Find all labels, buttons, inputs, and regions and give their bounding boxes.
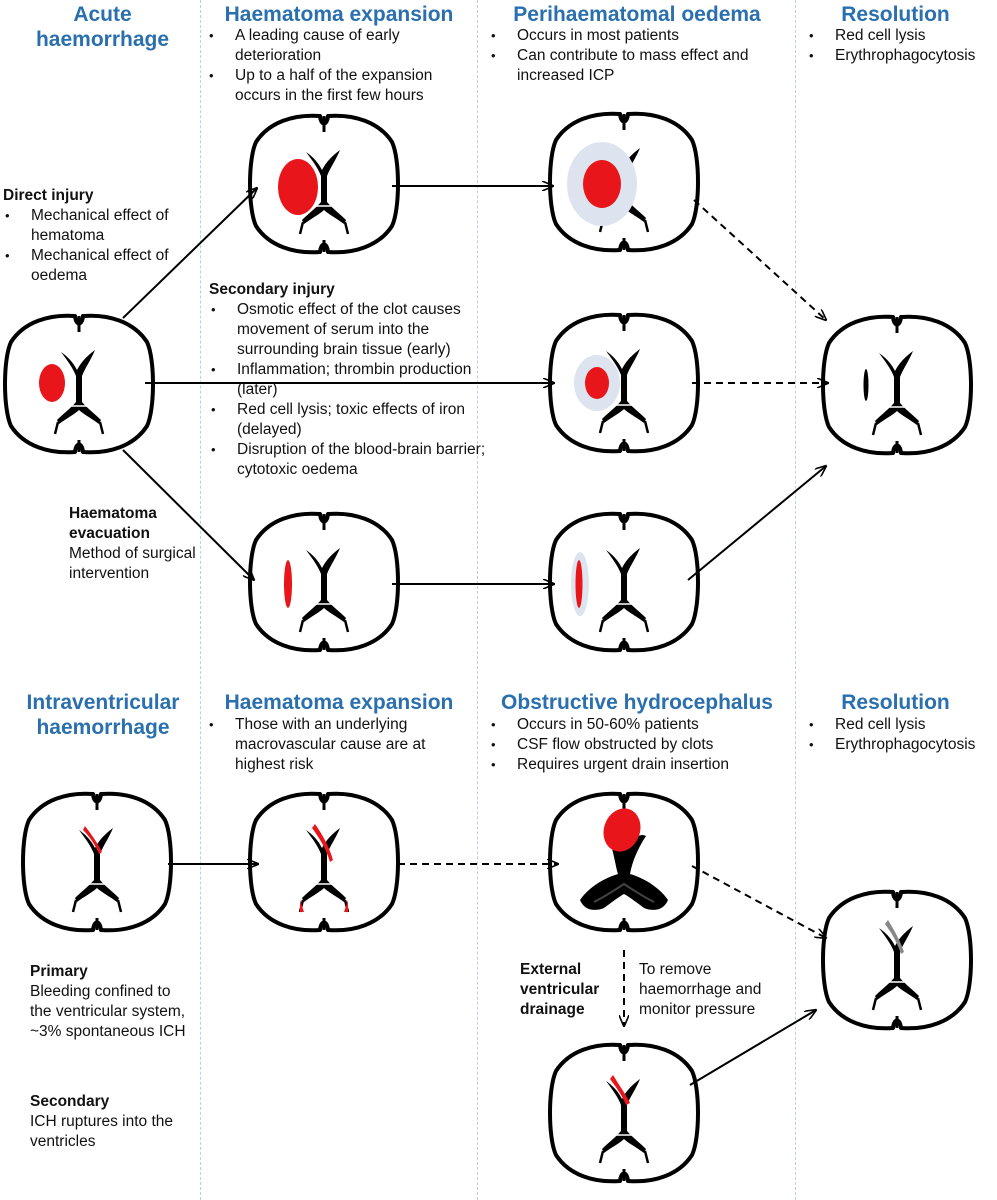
column-divider	[477, 0, 478, 1200]
header-obstructive-hydrocephalus: Obstructive hydrocephalus	[501, 691, 773, 714]
haematoma-evacuation: Haematoma evacuation Method of surgical …	[69, 504, 197, 584]
secondary-injury-title: Secondary injury	[209, 281, 335, 298]
arrow-evacuation-to-resolution	[687, 466, 826, 581]
list-item: Can contribute to mass effect and increa…	[489, 46, 794, 86]
list-item: Erythrophagocytosis	[807, 735, 997, 755]
ivh-resolution-notes: Red cell lysis Erythrophagocytosis	[807, 715, 997, 755]
header-haematoma-expansion: Haematoma expansion	[224, 3, 454, 26]
brain-perihaematomal-oedema-small	[548, 312, 700, 454]
list-item: A leading cause of early deterioration	[207, 26, 472, 66]
direct-injury: Direct injury Mechanical effect of hemat…	[3, 186, 198, 286]
haematoma-expansion-notes: A leading cause of early deterioration U…	[207, 26, 472, 106]
ivh-expansion-notes: Those with an underlying macrovascular c…	[207, 715, 472, 775]
list-item: Erythrophagocytosis	[807, 46, 997, 66]
perihaematomal-oedema-notes: Occurs in most patients Can contribute t…	[489, 26, 794, 86]
list-item: Disruption of the blood-brain barrier; c…	[209, 440, 514, 480]
list-item: Mechanical effect of hematoma	[3, 206, 198, 246]
arrow-drainage-to-resolution	[689, 1010, 816, 1086]
evd-text: To remove haemorrhage and monitor pressu…	[639, 961, 762, 1018]
brain-haematoma-expansion	[248, 113, 400, 255]
header-intraventricular-haemorrhage: Intraventricular haemorrhage	[26, 691, 180, 739]
list-item: Up to a half of the expansion occurs in …	[207, 66, 472, 106]
evd-title: External ventricular drainage	[520, 960, 615, 1020]
primary-ivh: Primary Bleeding confined to the ventric…	[30, 962, 190, 1042]
primary-title: Primary	[30, 963, 88, 980]
evacuation-title: Haematoma evacuation	[69, 505, 157, 542]
list-item: Red cell lysis	[807, 715, 997, 735]
column-divider	[795, 0, 796, 1200]
secondary-injury: Secondary injury Osmotic effect of the c…	[209, 280, 514, 480]
list-item: CSF flow obstructed by clots	[489, 735, 794, 755]
brain-resolution	[821, 314, 973, 456]
list-item: Those with an underlying macrovascular c…	[207, 715, 472, 775]
list-item: Mechanical effect of oedema	[3, 246, 198, 286]
header-resolution: Resolution	[841, 3, 950, 26]
arrow-dashed-to-ivh-resolution	[691, 865, 826, 938]
list-item: Occurs in 50-60% patients	[489, 715, 794, 735]
brain-perihaematomal-oedema-large	[548, 111, 700, 253]
list-item: Occurs in most patients	[489, 26, 794, 46]
brain-evacuation	[248, 511, 400, 653]
brain-ivh-expansion	[248, 791, 400, 933]
brain-ivh-resolution	[821, 889, 973, 1031]
list-item: Inflammation; thrombin production (later…	[209, 360, 514, 400]
arrow-dashed-to-resolution-top	[693, 199, 826, 320]
brain-evacuation-oedema	[548, 511, 700, 653]
resolution-notes: Red cell lysis Erythrophagocytosis	[807, 26, 997, 66]
list-item: Osmotic effect of the clot causes moveme…	[209, 300, 514, 360]
arrow-to-evacuation	[122, 449, 254, 580]
list-item: Red cell lysis	[807, 26, 997, 46]
evacuation-text: Method of surgical intervention	[69, 545, 196, 582]
secondary-ivh: Secondary ICH ruptures into the ventricl…	[30, 1092, 190, 1152]
header-ivh-resolution: Resolution	[841, 691, 950, 714]
evd-title-text: External ventricular drainage	[520, 961, 600, 1018]
column-divider	[200, 0, 201, 1200]
list-item: Requires urgent drain insertion	[489, 755, 794, 775]
brain-intraventricular	[21, 791, 173, 933]
brain-acute-haemorrhage	[3, 313, 155, 455]
hydrocephalus-notes: Occurs in 50-60% patients CSF flow obstr…	[489, 715, 794, 775]
header-perihaematomal-oedema: Perihaematomal oedema	[513, 3, 761, 26]
secondary-text: ICH ruptures into the ventricles	[30, 1113, 174, 1150]
list-item: Red cell lysis; toxic effects of iron (d…	[209, 400, 514, 440]
brain-after-drainage	[548, 1042, 700, 1184]
header-acute-haemorrhage: Acute haemorrhage	[35, 3, 170, 51]
brain-obstructive-hydrocephalus	[548, 791, 700, 933]
secondary-title: Secondary	[30, 1093, 110, 1110]
header-ivh-haematoma-expansion: Haematoma expansion	[224, 691, 454, 714]
direct-injury-title: Direct injury	[3, 187, 94, 204]
primary-text: Bleeding confined to the ventricular sys…	[30, 983, 186, 1040]
